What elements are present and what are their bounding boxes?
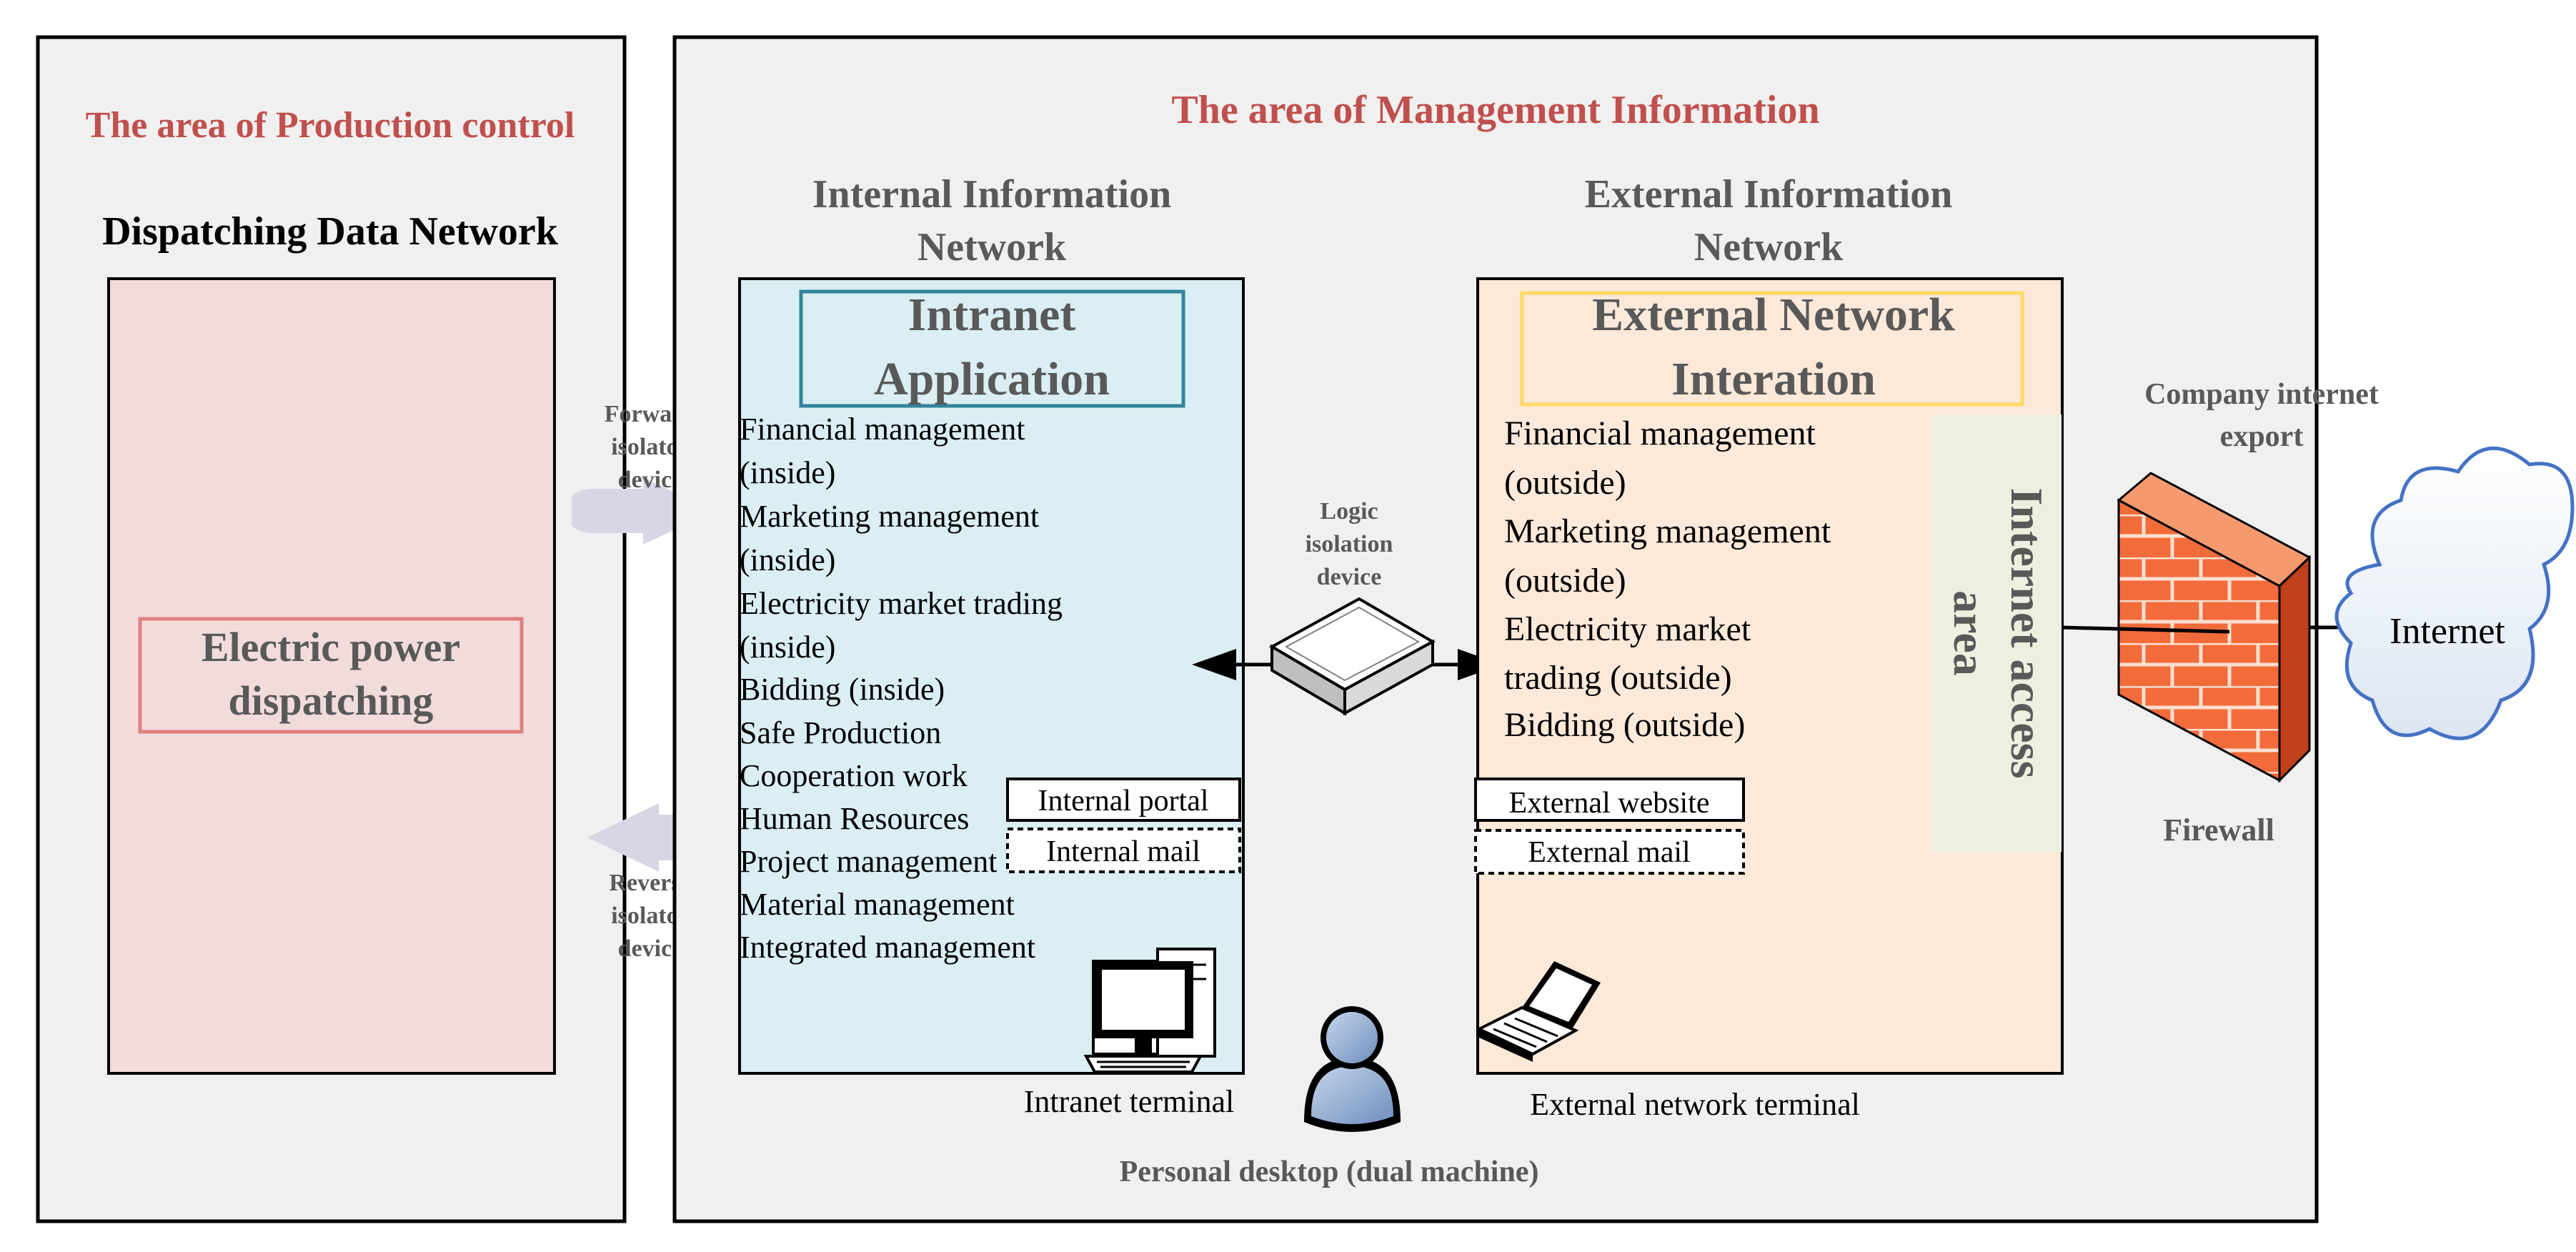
desktop-computer-icon [1083, 948, 1216, 1073]
intranet-item: (inside) [740, 630, 835, 665]
electric-power-dispatching-box [138, 617, 524, 734]
internal-network-heading-line1: Internal Information [812, 172, 1171, 217]
intranet-item: Project management [740, 844, 997, 879]
dispatching-network-heading: Dispatching Data Network [102, 209, 559, 254]
electric-power-label-line2: dispatching [229, 677, 434, 724]
logic-isolation-label-2: isolation [1306, 531, 1393, 557]
internet-access-area-label: Internet access area [1944, 488, 2052, 779]
internet-cloud-icon: Internet [2334, 446, 2575, 740]
external-item: (outside) [1504, 464, 1626, 502]
external-mail-label: External mail [1528, 836, 1690, 869]
internet-label: Internet [2389, 611, 2505, 652]
intranet-item: (inside) [740, 455, 835, 490]
production-area: The area of Production control Dispatchi… [36, 35, 627, 1223]
intranet-item: Marketing management [740, 499, 1039, 534]
intranet-box [738, 277, 1245, 1075]
external-item: Marketing management [1504, 512, 1831, 550]
management-area-title: The area of Management Information [1171, 88, 1819, 132]
dispatching-box [107, 277, 556, 1075]
intranet-item: (inside) [740, 542, 835, 577]
external-item: Financial management [1504, 414, 1816, 452]
isolation-device-icon [1268, 597, 1436, 716]
internet-access-label-line1: Internet access [2001, 488, 2052, 779]
production-area-title: The area of Production control [86, 105, 575, 146]
external-item: trading (outside) [1504, 659, 1732, 697]
external-mail-box [1474, 829, 1745, 875]
external-terminal-label: External network terminal [1530, 1087, 1860, 1122]
firewall-icon [2117, 472, 2312, 783]
external-item: (outside) [1504, 562, 1626, 600]
external-application-title-box [1520, 291, 2024, 407]
intranet-item: Integrated management [740, 930, 1035, 965]
internal-mail-label: Internal mail [1046, 835, 1200, 868]
electric-power-label-line1: Electric power [202, 624, 460, 670]
internet-export: Company internet export Firewall Interne… [2061, 378, 2575, 848]
company-export-label-line1: Company internet [2144, 378, 2379, 411]
intranet-item: Financial management [740, 412, 1025, 447]
internal-portal-label: Internal portal [1038, 785, 1208, 818]
logic-isolation-label-3: device [1317, 564, 1382, 590]
external-item-list: Financial management (outside) Marketing… [1504, 414, 1831, 744]
management-area: The area of Management Information Inter… [672, 35, 2319, 1223]
intranet-item: Electricity market trading [740, 586, 1063, 621]
intranet-item: Bidding (inside) [740, 672, 945, 707]
intranet-app-title-line2: Application [874, 353, 1110, 405]
external-website-box [1474, 777, 1745, 822]
external-network-heading-line1: External Information [1585, 172, 1953, 217]
reverse-isolator-label-3: device [618, 935, 683, 962]
external-item: Bidding (outside) [1504, 706, 1745, 744]
firewall-link-left [2061, 625, 2230, 634]
intranet-item: Safe Production [740, 715, 941, 750]
external-website-label: External website [1508, 787, 1709, 820]
intranet-item-list: Financial management (inside) Marketing … [740, 412, 1063, 965]
user-icon [1304, 1006, 1401, 1132]
external-network-heading-line2: Network [1694, 225, 1844, 269]
company-export-label-line2: export [2220, 420, 2304, 453]
intranet-terminal-label: Intranet terminal [1024, 1084, 1234, 1119]
intranet-item: Cooperation work [740, 758, 968, 793]
logic-isolation-device: Logic isolation device [1192, 498, 1502, 716]
external-app-title-line1: External Network [1592, 289, 1955, 341]
external-app-title-line2: Interation [1671, 353, 1876, 405]
laptop-icon [1476, 961, 1601, 1062]
internet-access-label-line2: area [1944, 590, 1995, 676]
intranet-item: Human Resources [740, 801, 969, 836]
forward-isolator-label-3: device [618, 467, 683, 493]
intranet-item: Material management [740, 887, 1015, 922]
internet-access-area [1933, 414, 2062, 852]
intranet-application-title-box [799, 289, 1185, 408]
intranet-app-title-line1: Intranet [908, 289, 1076, 341]
left-arrowhead-icon [1192, 649, 1236, 680]
firewall-label: Firewall [2163, 813, 2274, 848]
external-item: Electricity market [1504, 610, 1751, 648]
internal-network-heading-line2: Network [917, 225, 1067, 269]
internal-mail-box [1006, 828, 1241, 873]
logic-isolation-label-1: Logic [1320, 498, 1378, 525]
personal-desktop-label: Personal desktop (dual machine) [1120, 1156, 1539, 1188]
internal-portal-box [1006, 777, 1241, 822]
